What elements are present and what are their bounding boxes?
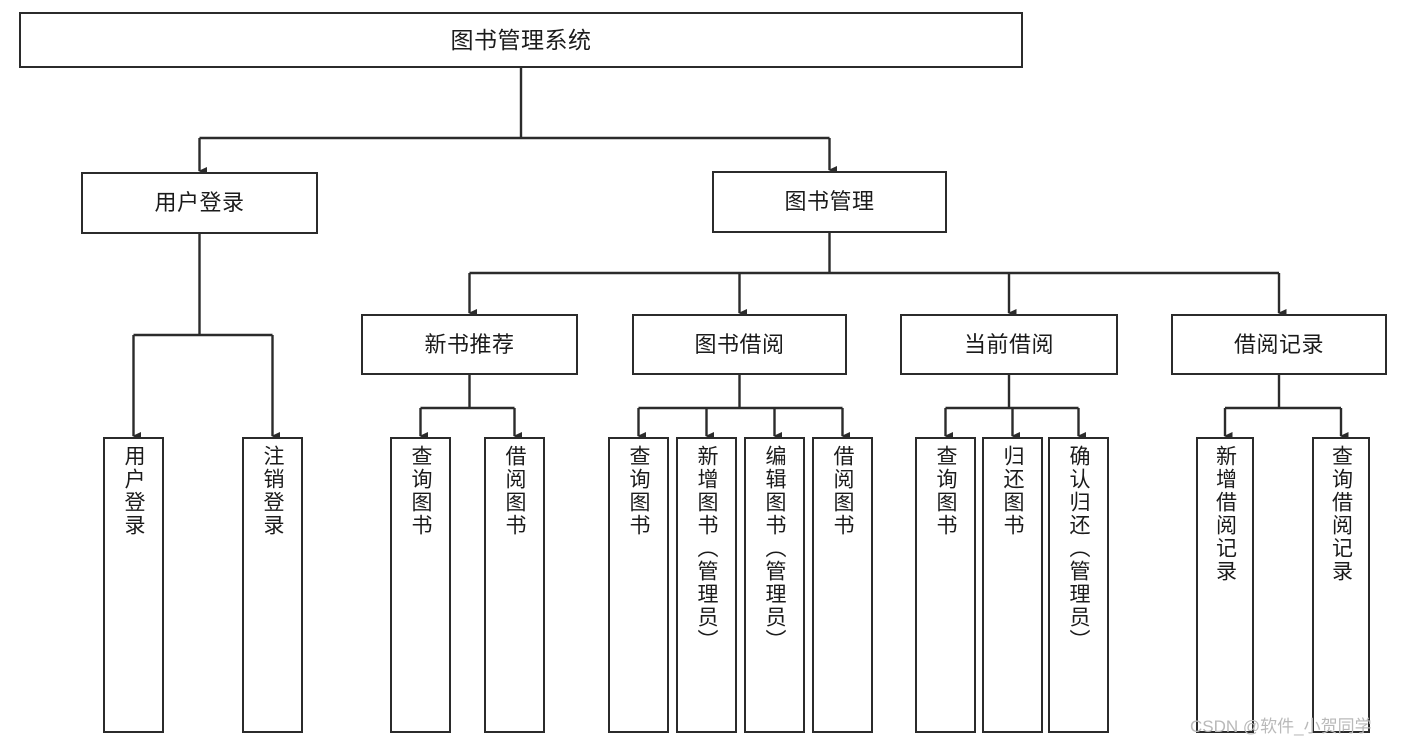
leaf-confirm-return-admin[interactable]: 确认归还（管理员） — [1048, 437, 1109, 733]
node-label: 查询图书 — [934, 445, 957, 537]
node-current-loans[interactable]: 当前借阅 — [900, 314, 1118, 375]
leaf-query-loan-record[interactable]: 查询借阅记录 — [1312, 437, 1370, 733]
node-label: 新增图书（管理员） — [695, 445, 718, 652]
leaf-borrow-book-borrowing[interactable]: 借阅图书 — [812, 437, 873, 733]
node-label: 用户登录 — [154, 190, 245, 216]
node-label: 图书管理 — [784, 189, 875, 215]
node-label: 注销登录 — [261, 445, 284, 537]
leaf-return-book[interactable]: 归还图书 — [982, 437, 1043, 733]
leaf-query-book-current-loans[interactable]: 查询图书 — [915, 437, 976, 733]
node-label: 新书推荐 — [424, 331, 515, 357]
node-root-system[interactable]: 图书管理系统 — [19, 12, 1023, 68]
node-label: 查询图书 — [409, 445, 432, 537]
node-label: 查询图书 — [627, 445, 650, 537]
node-book-borrowing[interactable]: 图书借阅 — [632, 314, 847, 375]
leaf-add-loan-record[interactable]: 新增借阅记录 — [1196, 437, 1254, 733]
node-new-book-recommendation[interactable]: 新书推荐 — [361, 314, 578, 375]
node-label: 图书管理系统 — [450, 26, 592, 53]
leaf-query-book-recommendation[interactable]: 查询图书 — [390, 437, 451, 733]
leaf-edit-book-admin[interactable]: 编辑图书（管理员） — [744, 437, 805, 733]
leaf-user-login[interactable]: 用户登录 — [103, 437, 164, 733]
node-label: 归还图书 — [1001, 445, 1024, 537]
node-book-management[interactable]: 图书管理 — [712, 171, 947, 233]
leaf-add-book-admin[interactable]: 新增图书（管理员） — [676, 437, 737, 733]
node-label: 新增借阅记录 — [1213, 445, 1237, 583]
node-label: 编辑图书（管理员） — [763, 445, 786, 652]
node-label: 查询借阅记录 — [1329, 445, 1353, 583]
node-label: 借阅记录 — [1233, 331, 1324, 357]
node-label: 借阅图书 — [503, 445, 526, 537]
node-user-login[interactable]: 用户登录 — [81, 172, 318, 234]
edges — [132, 68, 1349, 441]
leaf-user-logout[interactable]: 注销登录 — [242, 437, 303, 733]
node-label: 借阅图书 — [831, 445, 854, 537]
node-loan-records[interactable]: 借阅记录 — [1171, 314, 1387, 375]
node-label: 用户登录 — [122, 445, 145, 537]
node-label: 确认归还（管理员） — [1067, 445, 1090, 652]
node-label: 当前借阅 — [963, 331, 1054, 357]
node-label: 图书借阅 — [694, 331, 785, 357]
leaf-borrow-book-recommendation[interactable]: 借阅图书 — [484, 437, 545, 733]
csdn-watermark: CSDN @软件_小贺同学 — [1190, 717, 1372, 736]
leaf-query-book-borrowing[interactable]: 查询图书 — [608, 437, 669, 733]
